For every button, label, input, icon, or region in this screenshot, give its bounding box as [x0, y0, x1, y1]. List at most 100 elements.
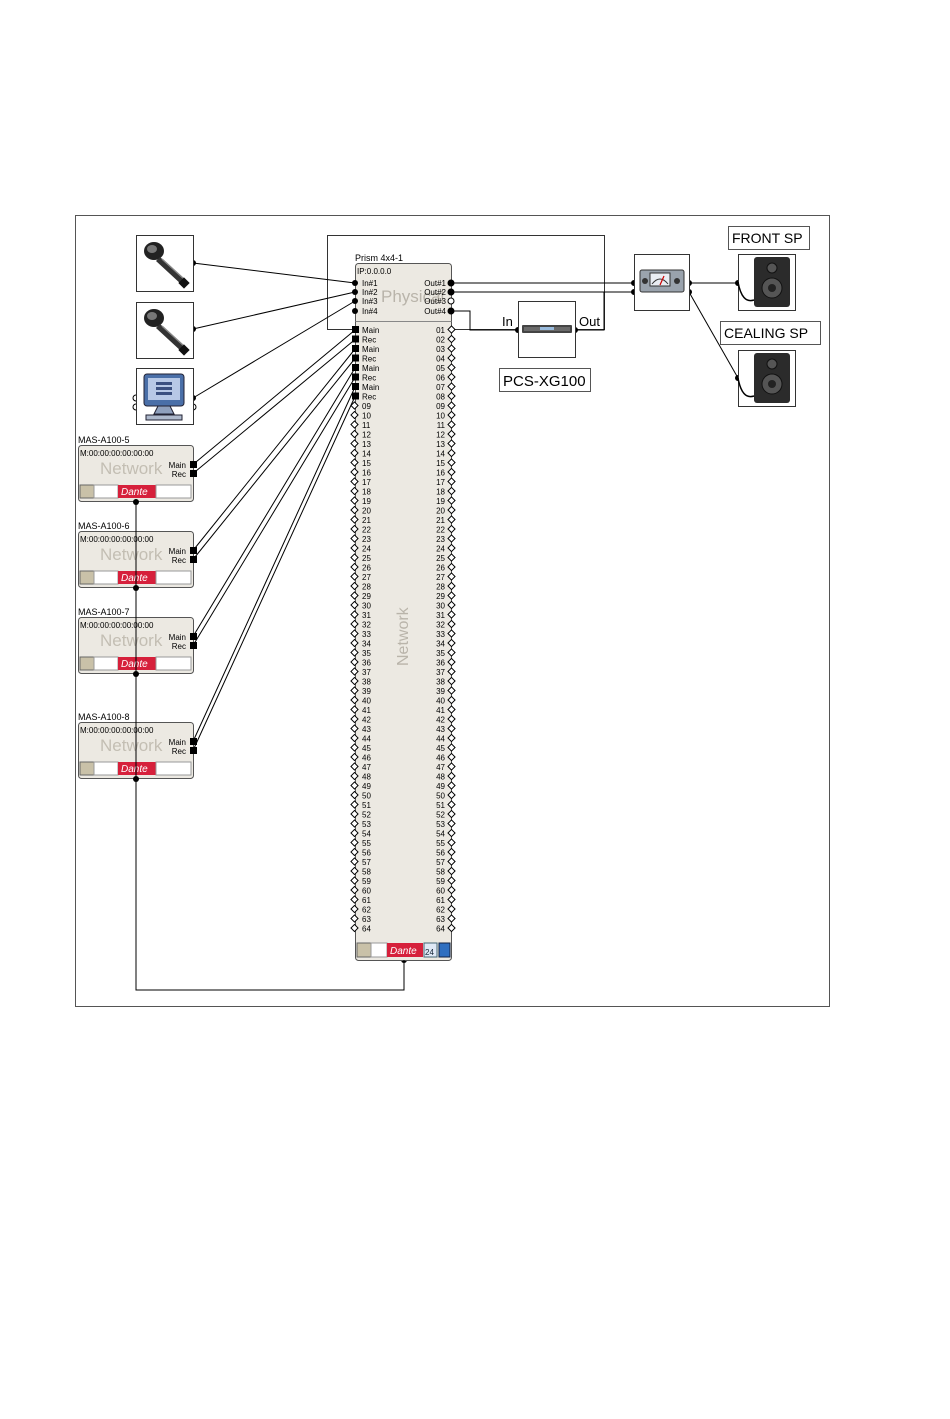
prism-rx-port[interactable]	[350, 904, 359, 914]
prism-output-port[interactable]	[447, 279, 455, 287]
prism-input-port[interactable]	[352, 298, 358, 304]
prism-tx-port[interactable]	[447, 553, 456, 562]
prism-tx-port[interactable]	[447, 496, 456, 505]
prism-tx-port[interactable]	[447, 420, 456, 429]
prism-rx-port[interactable]	[350, 553, 359, 562]
prism-tx-port[interactable]	[447, 885, 456, 895]
prism-rx-port[interactable]	[350, 714, 359, 724]
prism-rx-port[interactable]	[352, 354, 359, 362]
prism-rx-port[interactable]	[350, 781, 359, 790]
prism-rx-port[interactable]	[350, 771, 359, 781]
prism-rx-port[interactable]	[350, 743, 359, 752]
prism-tx-port[interactable]	[447, 439, 456, 448]
prism-rx-port[interactable]	[350, 885, 359, 895]
prism-rx-port[interactable]	[350, 752, 359, 762]
prism-output-port[interactable]	[447, 307, 455, 315]
prism-tx-port[interactable]	[447, 382, 456, 391]
mas-rec-port[interactable]	[190, 642, 197, 649]
prism-tx-port[interactable]	[447, 391, 456, 401]
mas-rec-port[interactable]	[190, 747, 197, 754]
prism-rx-port[interactable]	[350, 762, 359, 771]
prism-rx-port[interactable]	[352, 392, 359, 400]
prism-rx-port[interactable]	[350, 439, 359, 448]
prism-tx-port[interactable]	[447, 344, 456, 353]
prism-rx-port[interactable]	[350, 505, 359, 515]
prism-tx-port[interactable]	[447, 372, 456, 382]
prism-tx-port[interactable]	[447, 610, 456, 619]
prism-tx-port[interactable]	[447, 724, 456, 733]
prism-tx-port[interactable]	[447, 809, 456, 819]
prism-tx-port[interactable]	[447, 591, 456, 600]
prism-tx-port[interactable]	[447, 325, 456, 334]
prism-rx-port[interactable]	[350, 733, 359, 743]
prism-tx-port[interactable]	[447, 866, 456, 876]
settings-icon[interactable]	[438, 942, 451, 958]
prism-rx-port[interactable]	[350, 648, 359, 657]
prism-rx-port[interactable]	[350, 847, 359, 857]
prism-tx-port[interactable]	[447, 648, 456, 657]
prism-rx-port[interactable]	[350, 429, 359, 439]
microphone-2[interactable]	[136, 302, 194, 359]
pcs-xg100[interactable]	[518, 301, 576, 358]
microphone-1[interactable]	[136, 235, 194, 292]
prism-tx-port[interactable]	[447, 667, 456, 676]
computer[interactable]	[136, 368, 194, 425]
prism-tx-port[interactable]	[447, 752, 456, 762]
prism-rx-port[interactable]	[350, 543, 359, 553]
prism-rx-port[interactable]	[350, 800, 359, 809]
prism-tx-port[interactable]	[447, 695, 456, 705]
prism-tx-port[interactable]	[447, 895, 456, 904]
prism-rx-port[interactable]	[350, 477, 359, 486]
prism-tx-port[interactable]	[447, 762, 456, 771]
prism-tx-port[interactable]	[447, 743, 456, 752]
prism-rx-port[interactable]	[350, 857, 359, 866]
prism-rx-port[interactable]	[350, 819, 359, 828]
prism-output-port[interactable]	[447, 297, 455, 305]
prism-rx-port[interactable]	[350, 600, 359, 610]
mas-main-port[interactable]	[190, 547, 197, 554]
prism-tx-port[interactable]	[447, 334, 456, 344]
prism-tx-port[interactable]	[447, 676, 456, 686]
prism-rx-port[interactable]	[352, 373, 359, 381]
prism-rx-port[interactable]	[350, 458, 359, 467]
prism-rx-port[interactable]	[350, 572, 359, 581]
prism-rx-port[interactable]	[350, 401, 359, 410]
prism-tx-port[interactable]	[447, 619, 456, 629]
prism-rx-port[interactable]	[350, 591, 359, 600]
prism-rx-port[interactable]	[350, 619, 359, 629]
prism-tx-port[interactable]	[447, 781, 456, 790]
prism-tx-port[interactable]	[447, 363, 456, 372]
prism-input-port[interactable]	[352, 280, 358, 286]
prism-tx-port[interactable]	[447, 638, 456, 648]
prism-tx-port[interactable]	[447, 904, 456, 914]
prism-tx-port[interactable]	[447, 572, 456, 581]
prism-rx-port[interactable]	[350, 534, 359, 543]
prism-rx-port[interactable]	[350, 667, 359, 676]
prism-input-port[interactable]	[352, 289, 358, 295]
prism-tx-port[interactable]	[447, 467, 456, 477]
prism-rx-port[interactable]	[352, 364, 359, 371]
prism-tx-port[interactable]	[447, 477, 456, 486]
prism-rx-port[interactable]	[350, 923, 359, 933]
prism-tx-port[interactable]	[447, 876, 456, 885]
prism-rx-port[interactable]	[352, 326, 359, 333]
prism-rx-port[interactable]	[350, 686, 359, 695]
prism-rx-port[interactable]	[350, 809, 359, 819]
prism-rx-port[interactable]	[350, 467, 359, 477]
prism-tx-port[interactable]	[447, 543, 456, 553]
prism-tx-port[interactable]	[447, 686, 456, 695]
prism-rx-port[interactable]	[350, 866, 359, 876]
prism-rx-port[interactable]	[350, 724, 359, 733]
mas-rec-port[interactable]	[190, 556, 197, 563]
prism-tx-port[interactable]	[447, 629, 456, 638]
prism-rx-port[interactable]	[350, 420, 359, 429]
prism-rx-port[interactable]	[350, 914, 359, 923]
mas-main-port[interactable]	[190, 633, 197, 640]
prism-rx-port[interactable]	[350, 448, 359, 458]
prism-tx-port[interactable]	[447, 923, 456, 933]
prism-rx-port[interactable]	[350, 581, 359, 591]
